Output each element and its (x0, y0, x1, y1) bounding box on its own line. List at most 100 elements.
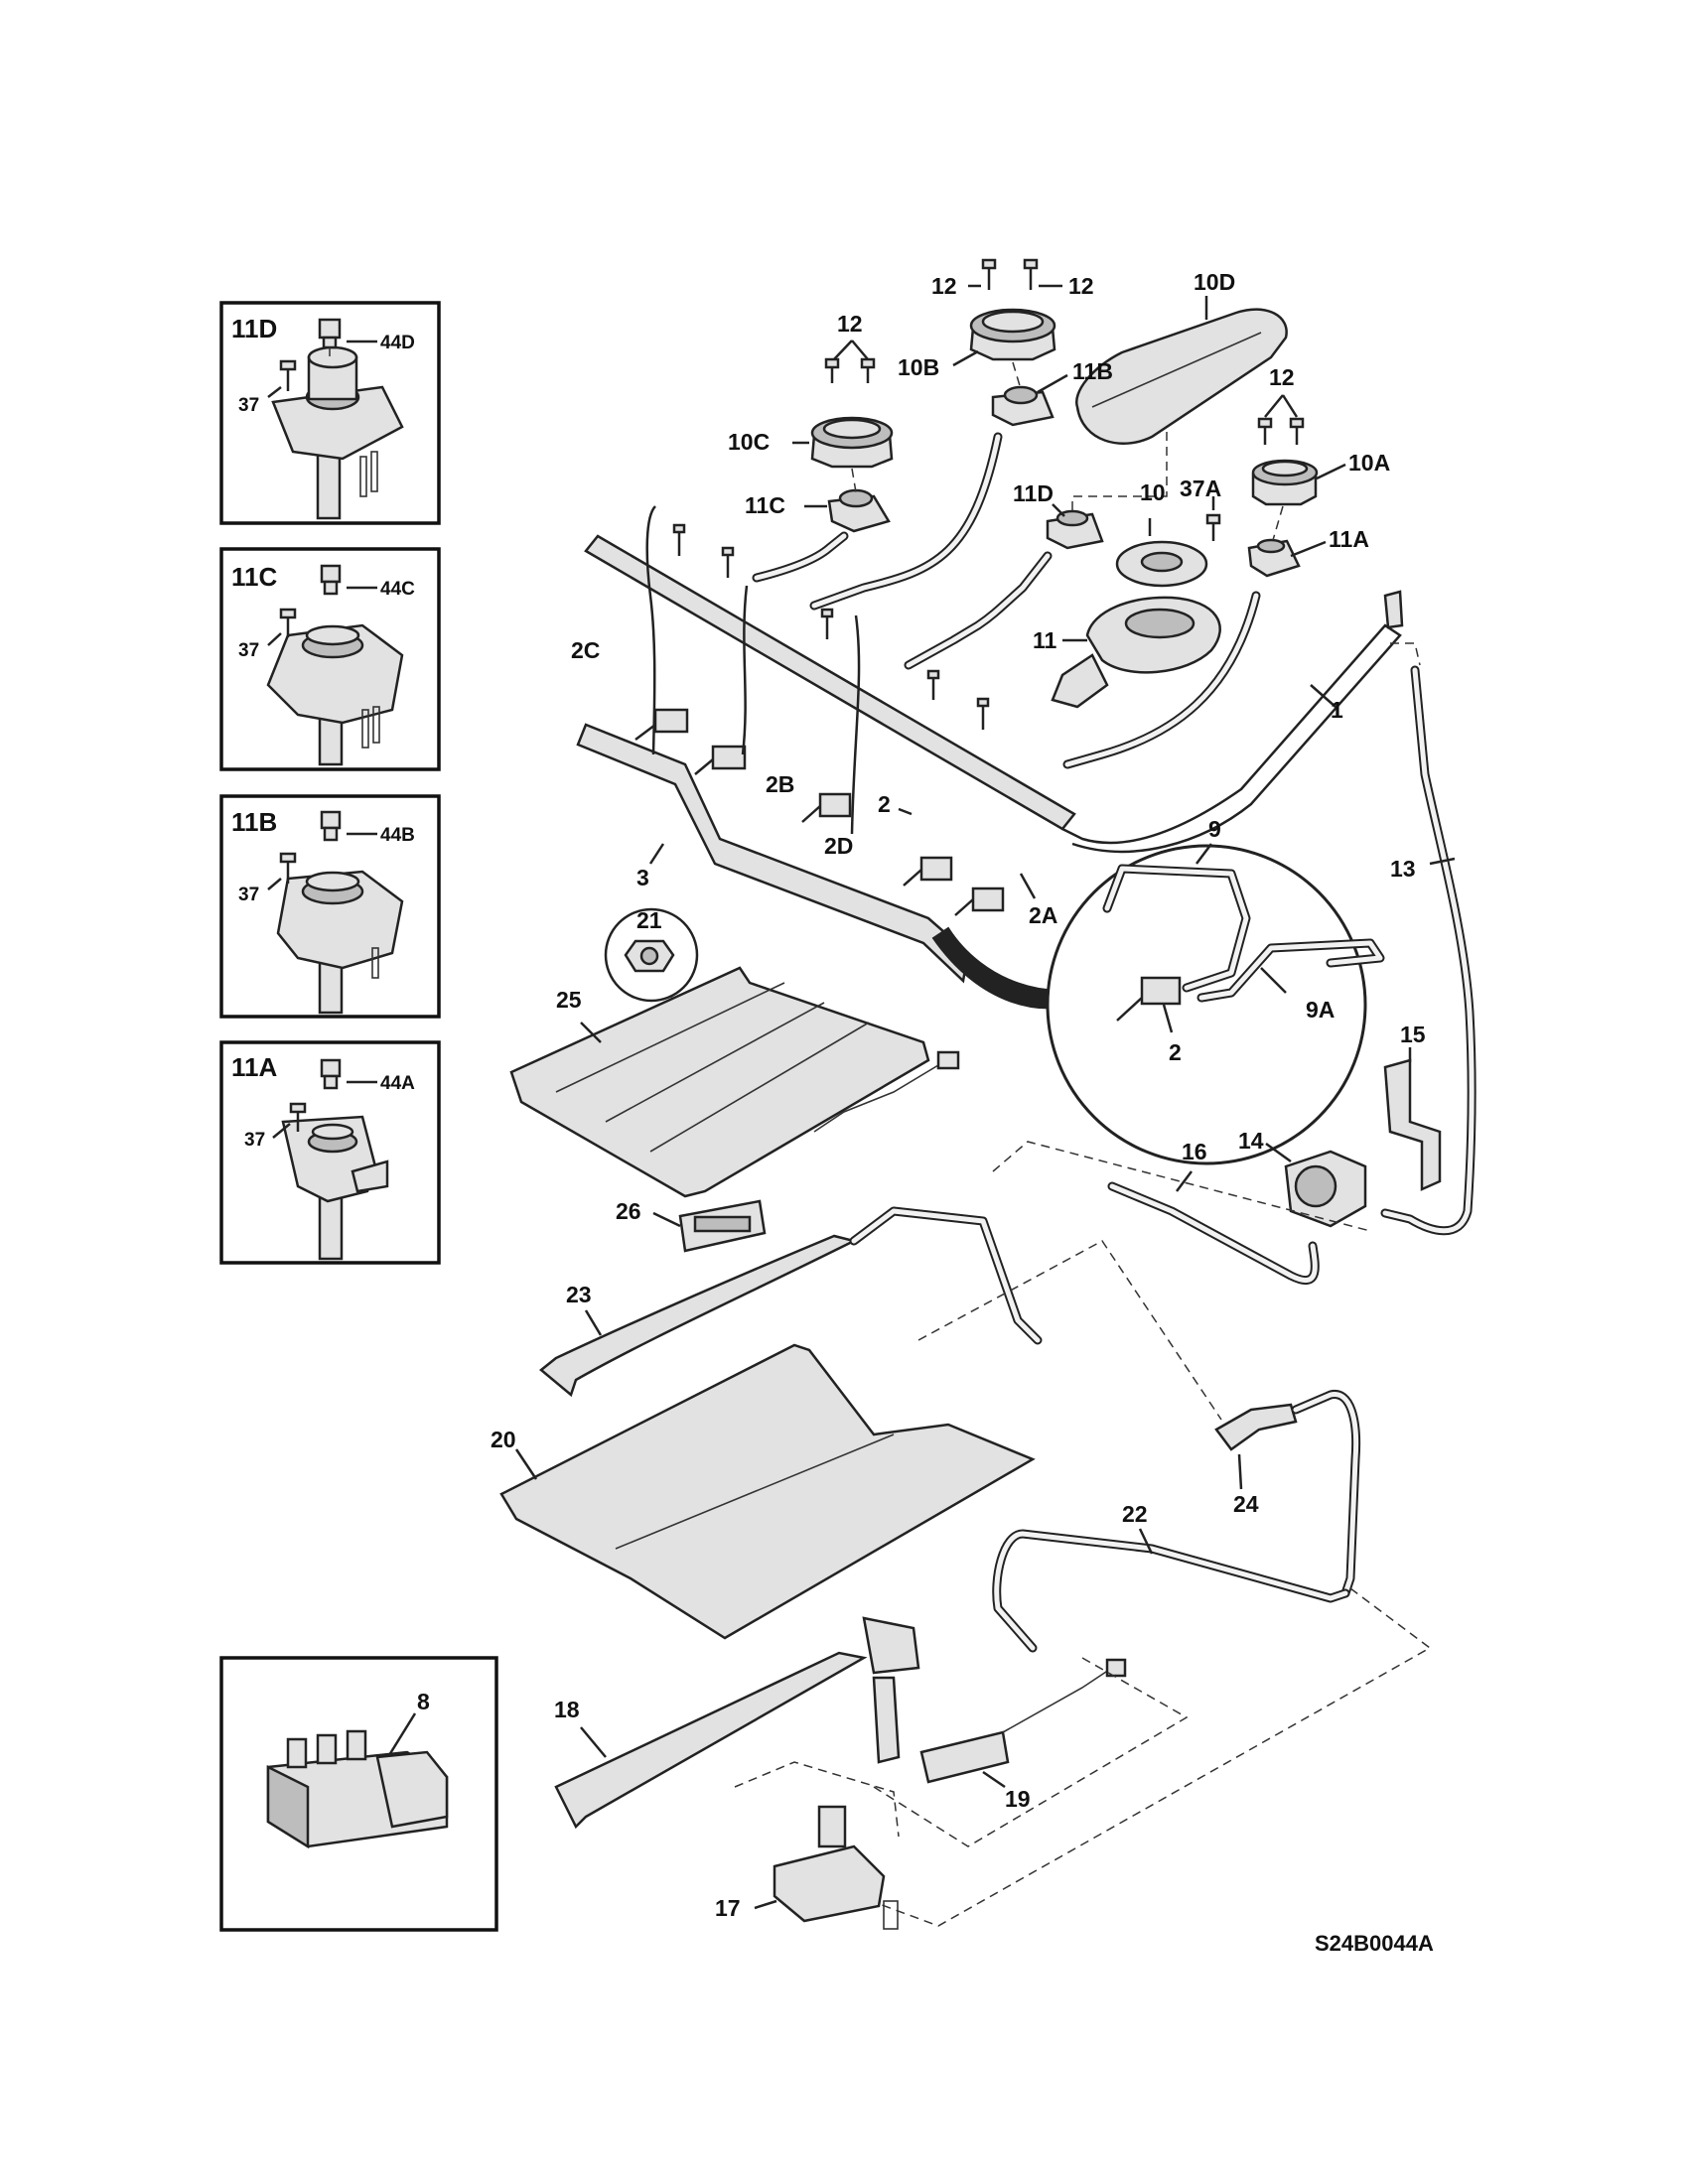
label-10: 10 (1140, 479, 1166, 505)
label-21: 21 (636, 907, 662, 933)
label-11b: 11B (1072, 358, 1113, 384)
label-37a: 37A (1180, 476, 1221, 501)
label-2b: 2B (766, 771, 794, 797)
label-44a: 44A (380, 1073, 415, 1094)
burner-head-11b-icon (276, 870, 404, 1015)
burner-head-11c-main-icon (827, 488, 891, 533)
valve-2b-icon (694, 745, 747, 775)
label-11a: 11A (1329, 526, 1369, 552)
safety-valve-17-icon (773, 1805, 899, 1930)
burner-head-11d-main-icon (1046, 509, 1104, 550)
screw-12-icon (824, 258, 1305, 541)
label-2a: 2A (1029, 902, 1057, 928)
label-44d: 44D (380, 333, 415, 353)
label-2d: 2D (824, 833, 853, 859)
screw-37-11c-icon (279, 608, 297, 637)
screw-37-11b-icon (279, 852, 297, 884)
label-15: 15 (1400, 1022, 1426, 1047)
burner-cap-10a-icon (1251, 459, 1319, 506)
burner-head-11a-icon (281, 1115, 389, 1261)
label-37-11a: 37 (244, 1130, 265, 1151)
inset-11b-title: 11B (231, 807, 277, 837)
bracket-15-icon (1383, 1058, 1442, 1191)
main-burner-11-icon (1051, 596, 1221, 709)
label-37-11c: 37 (238, 640, 259, 661)
label-44c: 44C (380, 579, 415, 600)
label-12-a: 12 (931, 273, 957, 299)
label-11c: 11C (745, 492, 785, 518)
igniter-19-icon (919, 1658, 1127, 1784)
burner-head-11b-main-icon (991, 385, 1055, 427)
label-17: 17 (715, 1895, 741, 1921)
inset-11b: 11B 44B 37 (219, 794, 441, 1019)
label-10b: 10B (898, 354, 939, 380)
label-12-c: 12 (837, 311, 863, 337)
label-9: 9 (1208, 816, 1221, 842)
label-37-11b: 37 (238, 885, 259, 905)
label-11d: 11D (1013, 480, 1054, 506)
valve-2c-icon (634, 708, 689, 741)
screw-37-11a-icon (289, 1102, 307, 1132)
inset-11c: 11C 44C 37 (219, 547, 441, 771)
label-12-b: 12 (1068, 273, 1094, 299)
label-8: 8 (417, 1689, 430, 1714)
heat-shield-25-icon (509, 966, 930, 1198)
label-18: 18 (554, 1697, 580, 1722)
label-12-d: 12 (1269, 364, 1295, 390)
orifice-24-icon (1214, 1390, 1361, 1598)
label-2c: 2C (571, 637, 600, 663)
burner-cap-10b-icon (969, 308, 1056, 361)
burner-cap-10-icon (1115, 540, 1208, 588)
label-2-detail: 2 (1169, 1039, 1182, 1065)
label-1: 1 (1331, 697, 1343, 723)
label-10d: 10D (1194, 269, 1235, 295)
screw-44c-icon (320, 564, 342, 596)
label-3: 3 (636, 865, 649, 890)
screw-44d-icon (318, 318, 342, 349)
burner-cap-10c-icon (810, 416, 894, 469)
label-14: 14 (1238, 1128, 1264, 1154)
heat-shield-20-icon (499, 1343, 1036, 1640)
inset-11c-title: 11C (231, 562, 277, 592)
screw-44b-icon (320, 810, 342, 842)
label-37-11d: 37 (238, 395, 259, 416)
nut-21-detail: 21 (604, 907, 699, 1003)
burner-cap-10d-icon (1074, 308, 1288, 445)
valve-2a-icon (954, 887, 1005, 916)
label-19: 19 (1005, 1786, 1031, 1812)
label-9a: 9A (1306, 997, 1335, 1023)
label-11: 11 (1033, 627, 1057, 653)
diagram-code: S24B0044A (1315, 1931, 1434, 1956)
screw-44a-icon (320, 1058, 342, 1090)
broil-burner-18-icon (554, 1616, 920, 1830)
label-44b: 44B (380, 825, 415, 846)
oven-burner-23-icon (539, 1206, 1043, 1398)
label-25: 25 (556, 987, 582, 1013)
inset-11d: 11D 44D 37 (219, 301, 441, 525)
label-13: 13 (1390, 856, 1416, 882)
burner-head-11c-icon (266, 623, 404, 766)
inset-8: 8 (219, 1656, 498, 1932)
manifold-rail-1-icon (584, 534, 1404, 854)
inset-11a: 11A 44A 37 (219, 1040, 441, 1265)
burner-head-11d-icon (271, 345, 404, 520)
inset-11a-title: 11A (231, 1052, 277, 1082)
valve-2d-icon (801, 792, 852, 823)
label-26: 26 (616, 1198, 641, 1224)
label-20: 20 (491, 1427, 516, 1452)
spark-module-icon (266, 1729, 449, 1849)
label-22: 22 (1122, 1501, 1148, 1527)
inset-11d-title: 11D (231, 314, 277, 343)
label-24: 24 (1233, 1491, 1259, 1517)
label-2: 2 (878, 791, 891, 817)
rail-screws-icon (672, 523, 990, 730)
label-23: 23 (566, 1282, 592, 1307)
label-16: 16 (1182, 1139, 1207, 1164)
label-10c: 10C (728, 429, 770, 455)
screw-37-11d-icon (279, 359, 297, 391)
valve-2-icon (903, 856, 953, 887)
pressure-regulator-14-icon (1284, 1150, 1367, 1228)
label-10a: 10A (1348, 450, 1390, 476)
burner-head-11a-main-icon (1247, 538, 1301, 578)
